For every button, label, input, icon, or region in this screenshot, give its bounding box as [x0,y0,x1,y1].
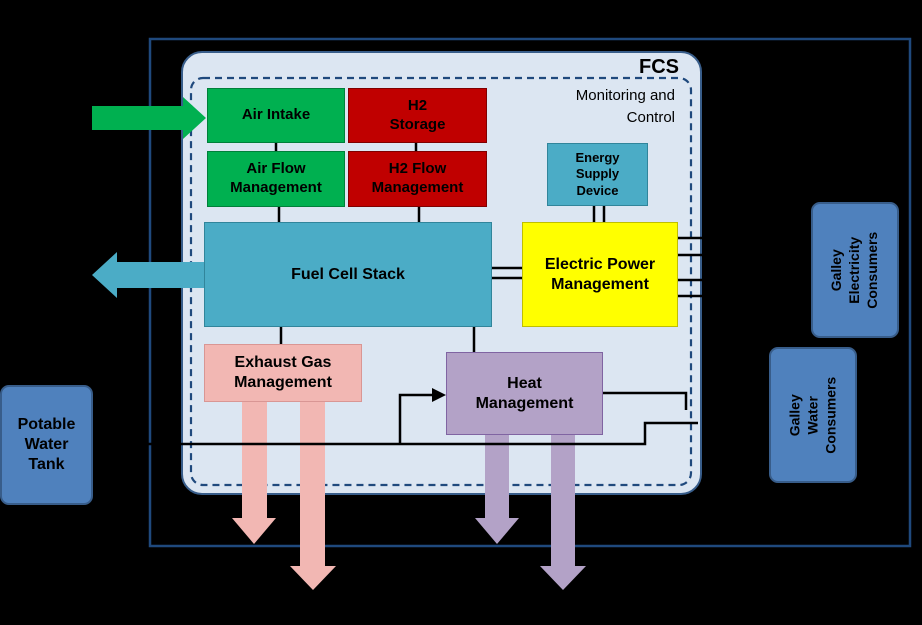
exhaust-gas-management-block: Exhaust Gas Management [204,344,362,402]
exhaust-gas-management-label: Exhaust Gas Management [234,354,332,391]
monitoring-boundary [189,76,693,487]
water-line-to-heat [398,393,432,444]
air-intake-block: Air Intake [207,88,345,143]
heat-outlet-arrow-2 [540,435,586,590]
fuel-cell-stack-block: Fuel Cell Stack [204,222,492,327]
energy-supply-device-label: Energy Supply Device [575,150,620,198]
galley-electricity-consumers-block: Galley Electricity Consumers [811,202,899,338]
heat-management-label: Heat Management [475,374,574,412]
galley-water-consumers-label: Galley Water Consumers [786,376,840,454]
galley-electricity-consumers-label: Galley Electricity Consumers [828,231,882,309]
air-inlet-arrow [92,97,206,139]
exhaust-outlet-arrow-2 [290,402,336,590]
exhaust-outlet-arrow-1 [232,402,276,544]
water-to-heat-arrowhead [432,388,446,402]
water-line-main [93,421,698,446]
h2-storage-block: H2 Storage [348,88,487,143]
heat-to-right-line [603,391,688,410]
galley-water-consumers-block: Galley Water Consumers [769,347,857,483]
fcs-title: FCS [639,56,679,78]
fuel-cell-stack-label: Fuel Cell Stack [291,265,405,283]
energy-supply-device-block: Energy Supply Device [547,143,648,206]
potable-water-tank-label: Potable Water Tank [17,416,76,473]
heat-management-block: Heat Management [446,352,603,435]
electric-power-management-block: Electric Power Management [522,222,678,327]
electric-power-management-label: Electric Power Management [544,255,656,293]
stack-outlet-arrow [92,252,206,298]
monitoring-control-label: Monitoring and Control [575,87,675,126]
h2-flow-management-label: H2 Flow Management [371,160,464,196]
h2-flow-management-block: H2 Flow Management [348,151,487,207]
air-flow-management-block: Air Flow Management [207,151,345,207]
air-flow-management-label: Air Flow Management [230,160,322,196]
h2-storage-label: H2 Storage [389,96,446,133]
outer-system-frame [148,37,912,548]
heat-outlet-arrow-1 [475,435,519,544]
air-intake-label: Air Intake [241,106,311,124]
potable-water-tank-block: Potable Water Tank [0,385,93,505]
